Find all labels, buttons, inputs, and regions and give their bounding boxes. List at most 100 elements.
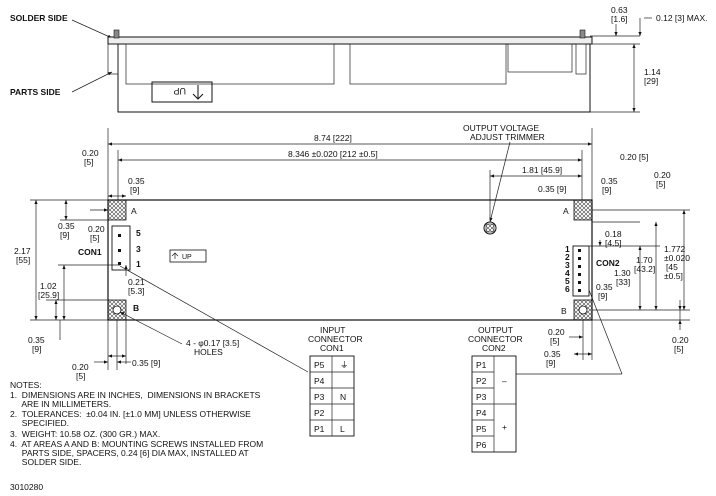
dim-035-r: 0.35	[601, 176, 618, 186]
con2-body	[572, 245, 590, 297]
input-connector-table: INPUT CONNECTOR CON1 P5 ⏚ P4 P3 N P2 P1 …	[308, 325, 363, 437]
dim-035-left: 0.35	[58, 221, 75, 231]
dim-020-rr: 0.20	[672, 335, 689, 345]
dim-035-con2: 0.35	[596, 282, 613, 292]
label-b-left: B	[133, 303, 139, 313]
dim-018-mm: [4.5]	[605, 238, 622, 248]
input-title-3: CON1	[320, 343, 344, 353]
pcb-board	[107, 36, 593, 45]
up-marker	[169, 249, 207, 263]
dim-035-br: 0.35	[544, 349, 561, 359]
up-arrow-box	[151, 81, 213, 103]
mount-hole	[112, 305, 122, 315]
con1-pin1: 1	[136, 259, 141, 269]
note-line: 4. AT AREAS A AND B: MOUNTING SCREWS INS…	[10, 439, 263, 449]
dim-102-mm: [25.9]	[38, 290, 59, 300]
dim-114: 1.14	[644, 67, 661, 77]
dim-020-right: 0.20 [5]	[620, 152, 648, 162]
dim-020-bl-mm: [5]	[76, 371, 85, 381]
side-view: SOLDER SIDE PARTS SIDE UP 0.63 [1.6] 0.1…	[10, 5, 708, 113]
dim-035-r9: 0.35 [9]	[538, 184, 566, 194]
dim-020-br: 0.20	[548, 327, 565, 337]
dim-035-r-mm: [9]	[602, 185, 611, 195]
dim-063-mm: [1.6]	[611, 14, 628, 24]
dim-035-top: 0.35	[128, 176, 145, 186]
con2-pin: 1	[565, 244, 570, 254]
con1-label: CON1	[78, 247, 102, 257]
dim-035-con2-mm: [9]	[598, 291, 607, 301]
dim-130-mm: [33]	[616, 277, 630, 287]
dim-170-mm: [43.2]	[634, 264, 655, 274]
output-title-3: CON2	[482, 343, 506, 353]
con1-pin3: 3	[136, 244, 141, 254]
con2-label: CON2	[596, 258, 620, 268]
adjust-trimmer-label: ADJUST TRIMMER	[470, 132, 545, 142]
dim-018: 0.18	[605, 229, 622, 239]
dim-020-far-right-mm: [5]	[656, 179, 665, 189]
note-line: 3. WEIGHT: 10.58 OZ. (300 GR.) MAX.	[10, 429, 160, 439]
dim-020-b-mm: [5]	[90, 233, 99, 243]
holes-label-2: HOLES	[194, 347, 223, 357]
label-a-right: A	[563, 206, 569, 216]
input-signal: N	[340, 392, 346, 402]
dim-063: 0.63	[611, 5, 628, 15]
plus-sign: +	[502, 422, 507, 432]
input-pin: P2	[314, 408, 325, 418]
dim-035-bl-mm: [9]	[32, 344, 41, 354]
dim-114-mm: [29]	[644, 76, 658, 86]
con2-pin: 6	[565, 284, 570, 294]
input-pin: P3	[314, 392, 325, 402]
output-pin: P4	[476, 408, 487, 418]
note-line: PARTS SIDE, SPACERS, 0.24 [6] DIA MAX, I…	[10, 448, 249, 458]
label-a-left: A	[131, 206, 137, 216]
dim-035-top-mm: [9]	[130, 185, 139, 195]
dim-020-left: 0.20	[82, 148, 99, 158]
dim-1772-mm: [45	[666, 262, 678, 272]
dim-035-bl: 0.35	[28, 335, 45, 345]
output-title-1: OUTPUT	[478, 325, 513, 335]
con2-pin: 5	[565, 276, 570, 286]
ground-icon: ⏚	[340, 360, 349, 370]
dim-181: 1.81 [45.9]	[522, 165, 562, 175]
dim-020-b: 0.20	[88, 224, 105, 234]
label-b-right: B	[561, 306, 567, 316]
dim-217-mm: [55]	[16, 255, 30, 265]
dim-102: 1.02	[40, 281, 57, 291]
mount-hole	[578, 305, 588, 315]
output-title-2: CONNECTOR	[468, 334, 523, 344]
input-signal: L	[340, 424, 345, 434]
dim-020-rr-mm: [5]	[674, 344, 683, 354]
con2-pin: 3	[565, 260, 570, 270]
note-line: SOLDER SIDE.	[10, 457, 81, 467]
dim-020-bl: 0.20	[72, 362, 89, 372]
dim-217: 2.17	[14, 246, 31, 256]
con1-body	[111, 225, 131, 271]
con2-pin: 4	[565, 268, 570, 278]
output-pin: P6	[476, 440, 487, 450]
input-pin: P1	[314, 424, 325, 434]
dim-8346: 8.346 ±0.020 [212 ±0.5]	[288, 149, 378, 159]
solder-side-label: SOLDER SIDE	[10, 13, 68, 23]
input-title-2: CONNECTOR	[308, 334, 363, 344]
dim-020-left-mm: [5]	[84, 157, 93, 167]
dim-021: 0.21	[128, 277, 145, 287]
up-marker-text: UP	[182, 254, 192, 261]
output-pin: P3	[476, 392, 487, 402]
notes-heading: NOTES:	[10, 380, 42, 390]
minus-sign: –	[502, 376, 507, 386]
input-title-1: INPUT	[320, 325, 346, 335]
mount-area-a-right	[573, 199, 593, 221]
top-view: 8.74 [222] 8.346 ±0.020 [212 ±0.5] 0.20 …	[14, 123, 690, 381]
output-connector-table: OUTPUT CONNECTOR CON2 P1 P2 P3 P4 P5 P6 …	[468, 325, 523, 453]
dim-1772-mm2: ±0.5]	[664, 271, 683, 281]
note-line: SPECIFIED.	[10, 418, 69, 428]
dim-1772: 1.772	[664, 244, 686, 254]
notes: NOTES: 1. DIMENSIONS ARE IN INCHES, DIME…	[10, 380, 263, 467]
note-line: ARE IN MILLIMETERS.	[10, 399, 111, 409]
chassis-top	[107, 199, 593, 321]
dim-020-far-right: 0.20	[654, 170, 671, 180]
dim-021-mm: [5.3]	[128, 286, 145, 296]
input-pin: P5	[314, 360, 325, 370]
con2-pin: 2	[565, 252, 570, 262]
